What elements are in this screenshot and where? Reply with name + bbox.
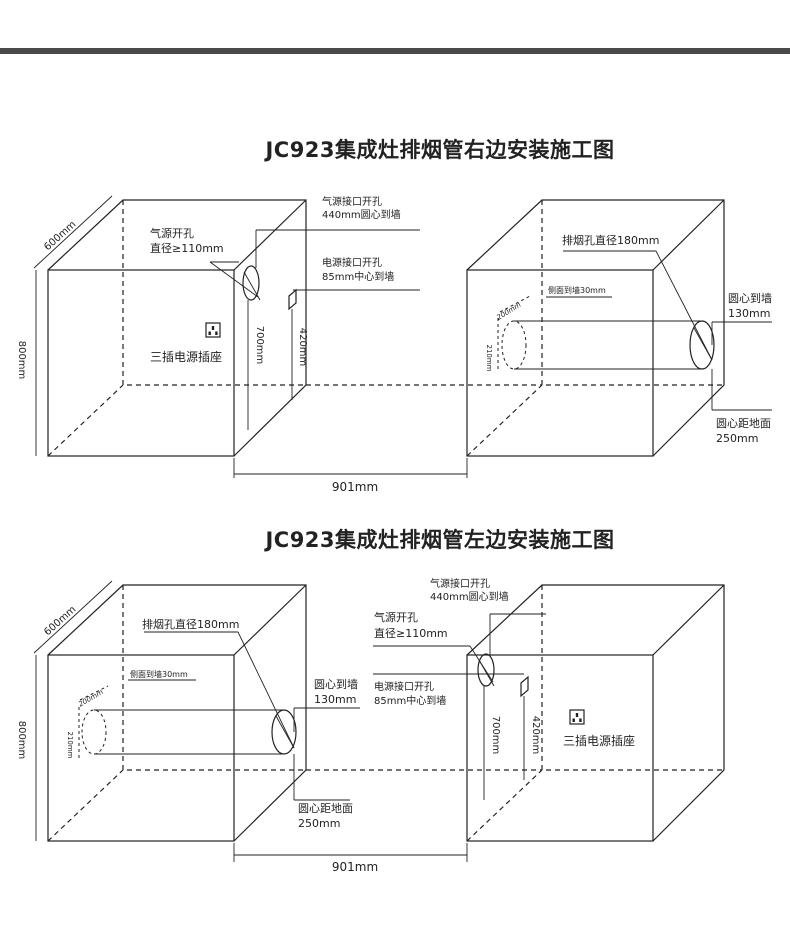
dim-depth-1: 600mm [42,219,78,253]
dim-200-1: 200mm [495,301,522,322]
side-dist-2: 侧面到墙30mm [130,669,188,679]
socket-label-2: 三插电源插座 [563,733,635,748]
diagram-title-right: JC923集成灶排烟管右边安装施工图 [265,138,615,162]
gas-hole-dia-2: 直径≥110mm [374,626,448,640]
exhaust-inlet-2 [81,709,107,755]
gas-hole-title-2: 气源开孔 [374,610,418,624]
dim-210-1: 210mm [485,345,493,372]
exhaust-dia-2: 排烟孔直径180mm [142,617,239,631]
dim-height-2: 800mm [16,721,27,760]
gas-hole-1 [242,265,260,301]
power-port-dist-2: 85mm中心到墙 [374,694,446,707]
power-port-title-2: 电源接口开孔 [374,680,434,693]
top-divider-bar [0,48,790,54]
dim-210-2: 210mm [66,732,74,759]
socket-label-1: 三插电源插座 [150,349,222,364]
power-port-2 [520,675,529,698]
power-port-1 [288,288,297,311]
center-wall-1: 圆心到墙 [728,291,772,305]
gas-port-title-2: 气源接口开孔 [430,577,490,590]
center-floor-2: 圆心距地面 [298,802,353,815]
exhaust-dia-1: 排烟孔直径180mm [562,233,659,247]
dim-200-2: 200mm [77,688,105,709]
cabinet-right-1 [306,199,725,457]
dim-700-2: 700mm [490,716,501,755]
dim-height-1: 800mm [16,341,27,380]
socket-icon [569,709,585,725]
power-port-dist-1: 85mm中心到墙 [322,270,394,283]
exhaust-outlet-1 [689,320,715,370]
gas-port-dist-1: 440mm圆心到墙 [322,208,401,221]
dim-depth-2: 600mm [42,604,78,638]
power-port-title-1: 电源接口开孔 [322,256,382,269]
dim-420-2: 420mm [530,716,541,755]
cabinet-left-2 [47,584,307,842]
center-wall-val-1: 130mm [728,307,770,320]
center-floor-val-1: 250mm [716,432,758,445]
gas-hole-title-1: 气源开孔 [150,226,194,240]
cabinet-right-2 [306,584,725,842]
center-floor-val-2: 250mm [298,817,340,830]
diagram-right: 600mm 800mm 901mm 气源开孔 直径≥110mm 气源接口开孔 4… [16,195,772,494]
side-dist-1: 侧面到墙30mm [548,285,606,295]
gas-hole-dia-1: 直径≥110mm [150,241,224,255]
dim-420-1: 420mm [297,328,308,367]
socket-icon [205,322,221,338]
cabinet-left-1 [47,199,307,457]
dim-gap-2: 901mm [332,860,378,874]
dim-700-1: 700mm [254,326,265,365]
center-wall-val-2: 130mm [314,693,356,706]
diagram-title-left: JC923集成灶排烟管左边安装施工图 [265,528,615,552]
center-floor-1: 圆心距地面 [716,417,771,430]
diagram-left: 600mm 800mm 901mm 排烟孔直径180mm 侧面到墙30mm 20… [16,577,725,874]
dim-gap-1: 901mm [332,480,378,494]
gas-port-dist-2: 440mm圆心到墙 [430,590,509,603]
gas-hole-2 [477,653,495,687]
exhaust-outlet-2 [271,709,297,755]
center-wall-2: 圆心到墙 [314,677,358,691]
exhaust-inlet-1 [501,320,527,370]
gas-port-title-1: 气源接口开孔 [322,195,382,208]
